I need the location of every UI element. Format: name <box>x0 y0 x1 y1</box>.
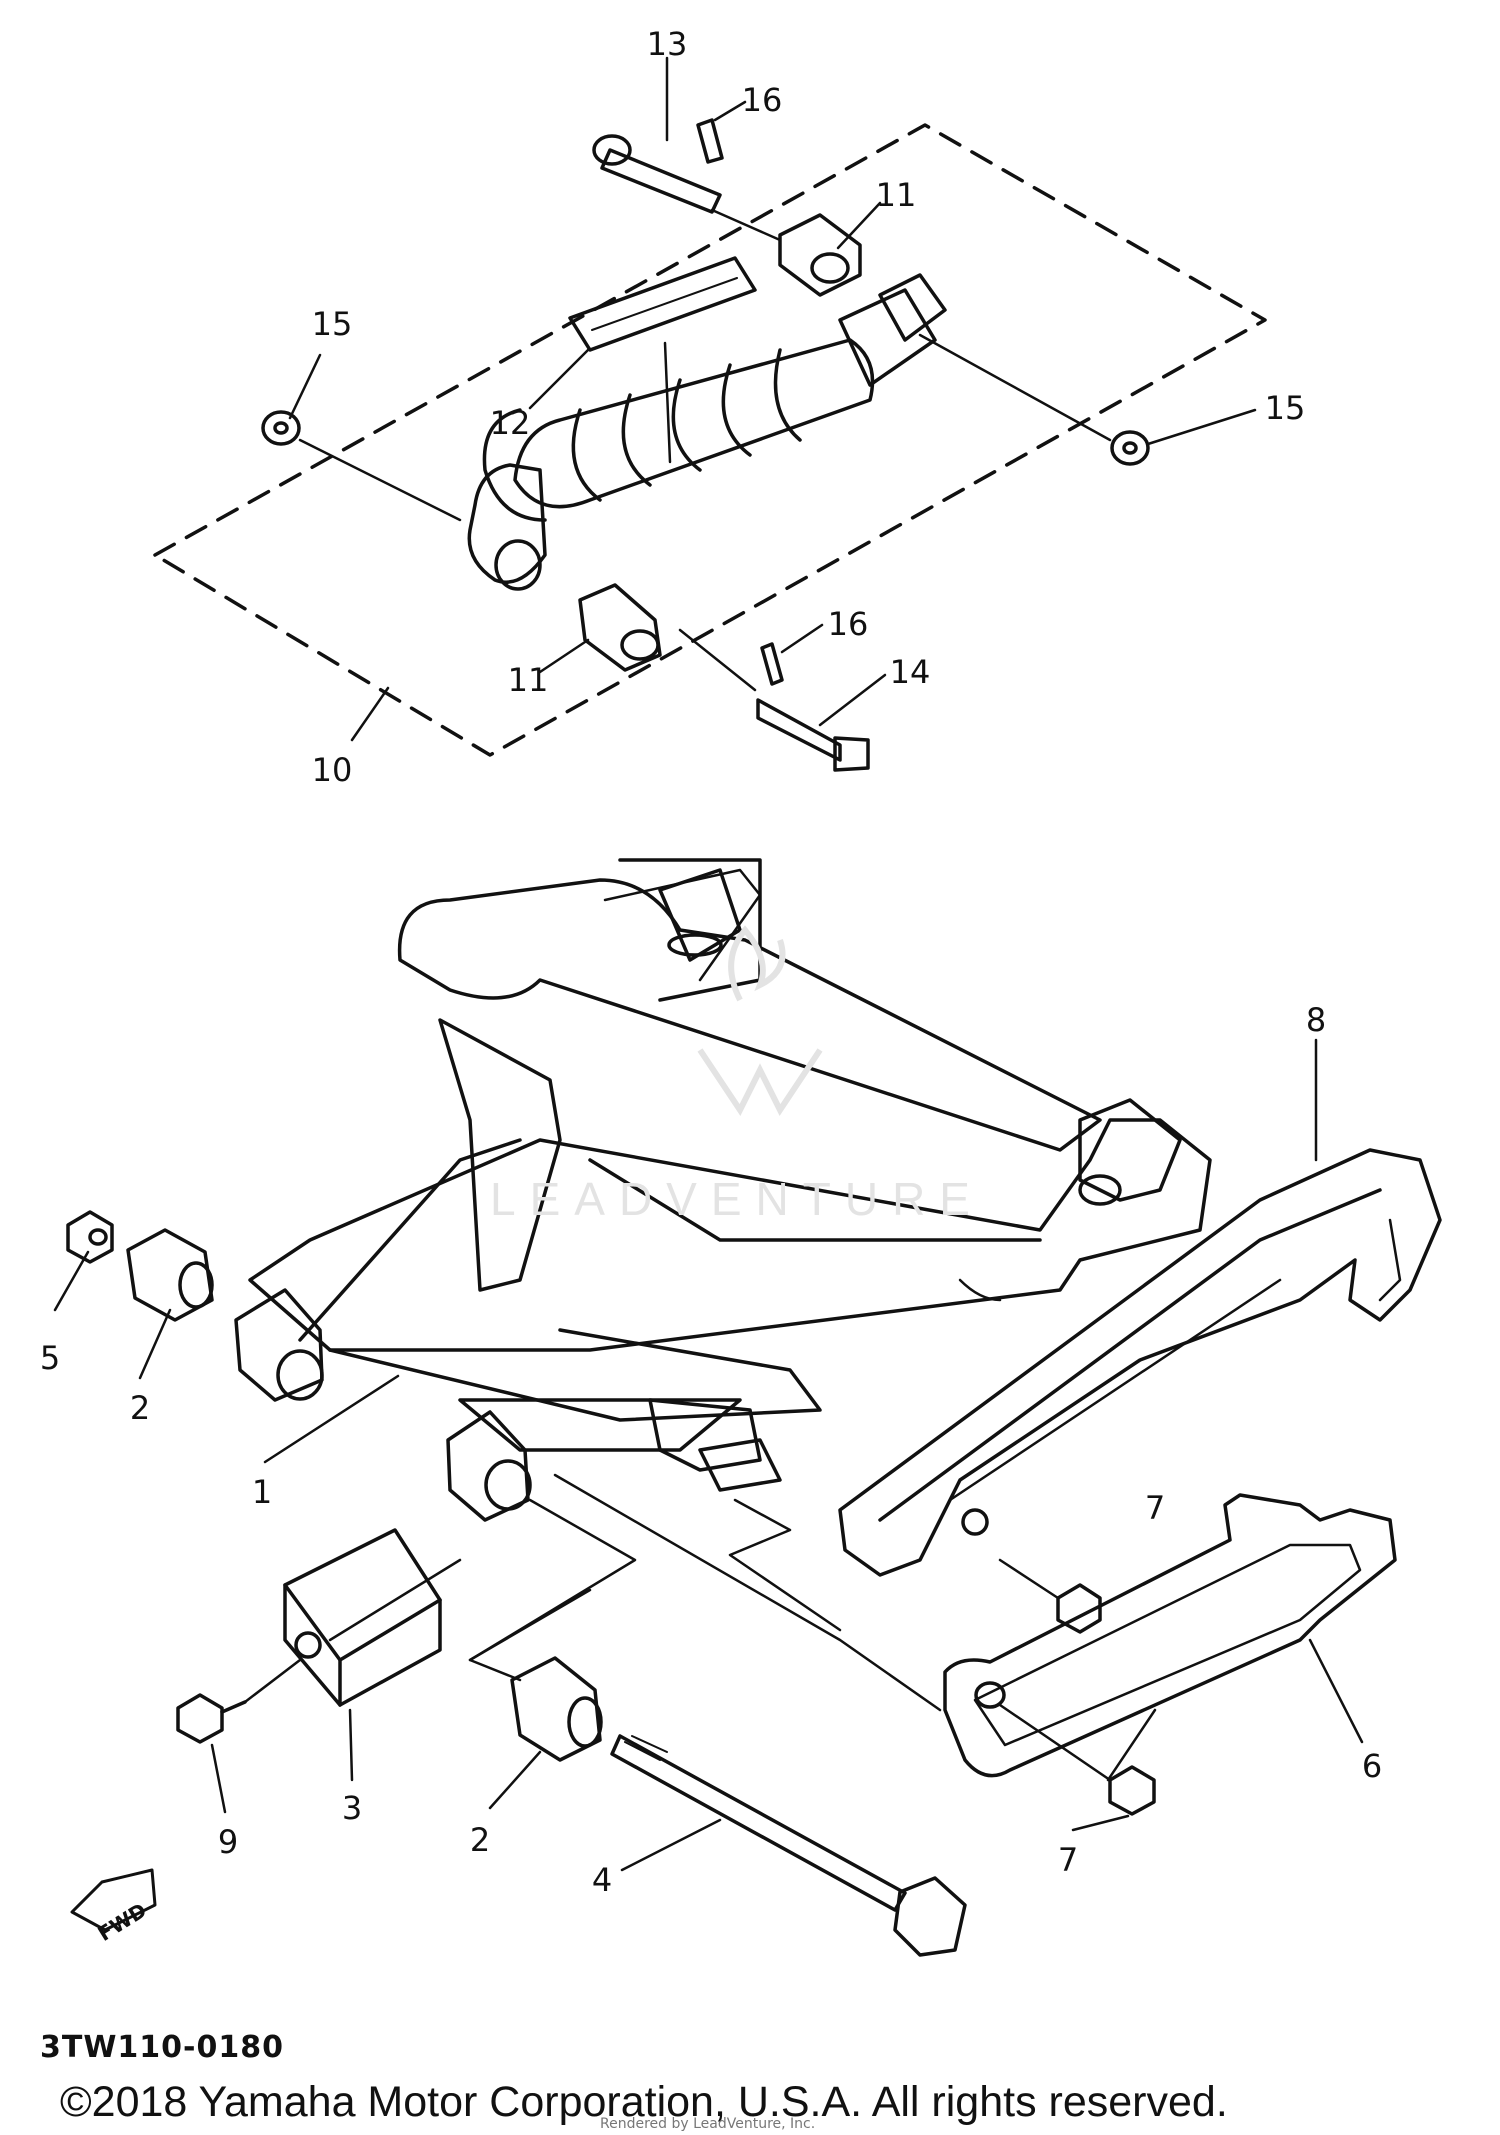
callout-16-top: 16 <box>741 81 783 119</box>
pin-14 <box>756 698 870 772</box>
label-plate-12 <box>568 256 757 352</box>
bolt-9 <box>176 1693 247 1744</box>
bolt-7-upper <box>1056 1583 1102 1634</box>
bolt-7-lower <box>1108 1765 1156 1816</box>
shock-absorber <box>467 273 947 591</box>
callout-7-upper: 7 <box>1144 1489 1166 1527</box>
callout-8: 8 <box>1305 1001 1327 1039</box>
collar-2-top <box>126 1228 214 1322</box>
callout-12: 12 <box>489 404 531 442</box>
swingarm-1 <box>248 858 1212 1492</box>
callout-11-top: 11 <box>875 176 917 214</box>
cotter-pin-16-bottom <box>760 642 784 686</box>
callout-15-left: 15 <box>311 305 353 343</box>
callout-3: 3 <box>341 1789 363 1827</box>
watermark-logo <box>697 925 823 1116</box>
callout-2-top: 2 <box>129 1389 151 1427</box>
cotter-pin-16-top <box>696 118 724 164</box>
bushing-11-top <box>778 213 862 297</box>
pivot-shaft-4 <box>610 1734 967 1957</box>
washer-15-left <box>261 410 301 446</box>
shock-assembly-boundary <box>153 123 1267 757</box>
callout-7-lower: 7 <box>1057 1841 1079 1879</box>
callout-9: 9 <box>217 1823 239 1861</box>
callout-5: 5 <box>39 1339 61 1377</box>
callout-4: 4 <box>591 1861 613 1899</box>
nut-5 <box>66 1210 114 1264</box>
callout-10: 10 <box>311 751 353 789</box>
diagram-code: 3TW110-0180 <box>40 2030 284 2065</box>
copyright-notice: ©2018 Yamaha Motor Corporation, U.S.A. A… <box>60 2078 1228 2126</box>
callout-1: 1 <box>251 1473 273 1511</box>
washer-15-right <box>1110 430 1150 466</box>
fwd-arrow <box>70 1868 157 1932</box>
pivot-bushing-lower <box>446 1410 532 1522</box>
pivot-bushing-left <box>234 1288 324 1402</box>
bushing-11-bottom <box>578 583 662 672</box>
chain-guard-6 <box>943 1493 1397 1778</box>
callout-6: 6 <box>1361 1747 1383 1785</box>
chain-case-8 <box>838 1148 1442 1577</box>
pin-13 <box>592 134 722 214</box>
watermark-text: LEADVENTURE <box>490 1173 984 1225</box>
bracket-3 <box>283 1528 442 1707</box>
callout-16-bottom: 16 <box>827 605 869 643</box>
callout-2-bottom: 2 <box>469 1821 491 1859</box>
collar-2-bottom <box>510 1656 603 1762</box>
callout-13: 13 <box>646 25 688 63</box>
callout-14: 14 <box>889 653 931 691</box>
callout-11-bottom: 11 <box>507 661 549 699</box>
rendered-by-note: Rendered by LeadVenture, Inc. <box>600 2116 816 2132</box>
callout-15-right: 15 <box>1264 389 1306 427</box>
